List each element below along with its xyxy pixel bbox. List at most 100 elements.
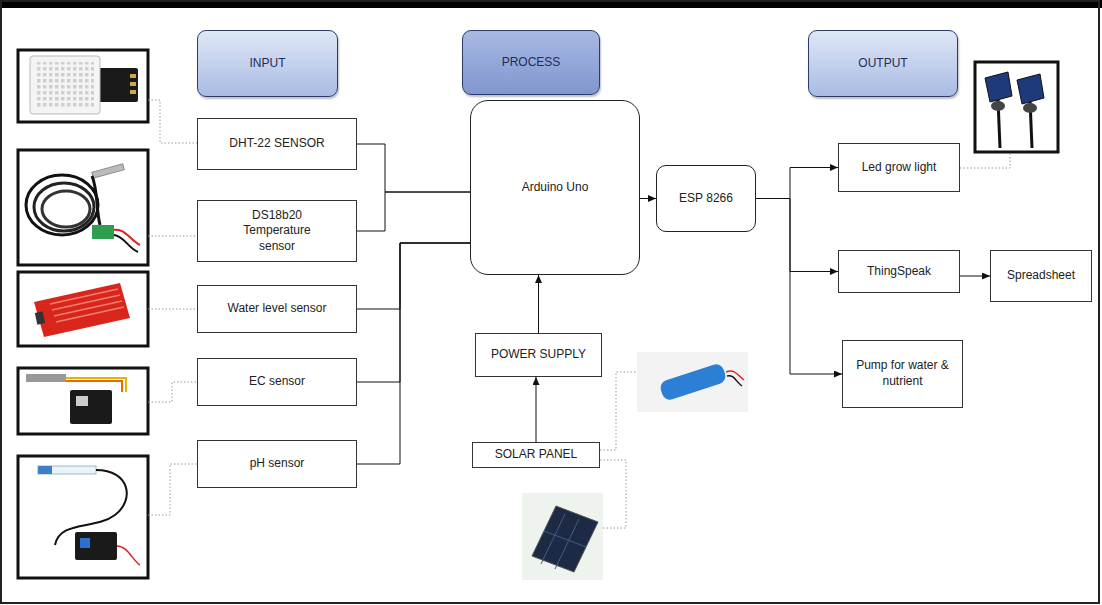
box-label: DHT-22 SENSOR [229,136,324,152]
ph-sensor-picture [117,546,140,565]
box-label: Led grow light [862,160,937,176]
connector-line [756,168,838,199]
leader-line [148,382,197,402]
sensor-box: EC sensor [197,358,357,406]
connector-line [756,199,842,375]
box-label: Pump for water & nutrient [849,358,956,389]
leader-line [148,236,197,237]
box-label: PROCESS [502,55,561,71]
connector-line [960,276,990,277]
sensor-box: Water level sensor [197,285,357,333]
box-label: pH sensor [250,456,305,472]
ec-sensor-picture [18,368,148,434]
battery-picture [637,352,748,412]
grow-light-picture [985,72,1012,102]
box-label: EC sensor [249,374,305,390]
grow-light-picture [991,101,1005,111]
grow-light-picture [1017,74,1044,104]
water-level-picture [35,311,45,324]
leader-line [148,309,197,310]
box-label: INPUT [250,56,286,72]
box-label: POWER SUPPLY [491,347,586,363]
output-box: Spreadsheet [990,250,1092,302]
grow-light-picture [1023,103,1037,113]
water-level-picture [50,289,118,304]
dht22-picture [130,74,136,78]
water-level-picture [34,283,130,337]
battery-picture [637,352,748,412]
water-level-picture [54,301,122,316]
sensor-box: DS18b20 Temperature sensor [197,200,357,262]
connector-line [357,243,470,382]
ds18b20-picture [18,150,148,265]
dht22-picture [18,50,148,122]
ec-sensor-picture [18,368,148,434]
ds18b20-picture [18,150,148,265]
box-label: SOLAR PANEL [495,447,577,463]
ph-sensor-picture [38,466,52,474]
sensor-box: pH sensor [197,440,357,488]
connector-line [357,243,470,464]
water-level-picture [18,272,148,346]
grow-light-picture [975,62,1058,152]
leader-line [600,372,637,450]
water-level-picture [56,307,124,322]
leader-line [148,464,197,515]
connector-line [357,243,470,309]
solar-panel-picture [522,493,603,580]
connector-line [536,377,537,442]
ds18b20-picture [92,225,114,239]
box-label: Spreadsheet [1007,268,1075,284]
ec-sensor-picture [66,378,126,392]
leader-line [148,100,1010,528]
ds18b20-picture [114,235,138,252]
sensor-box: DHT-22 SENSOR [197,118,357,170]
section-header: INPUT [197,30,338,97]
output-box: Led grow light [838,143,960,192]
connector-line [640,198,656,199]
box-label: ThingSpeak [867,264,931,280]
ec-sensor-picture [76,396,88,406]
ds18b20-picture [26,175,98,235]
ph-sensor-picture [75,532,117,560]
section-header: PROCESS [462,30,600,95]
leader-line [148,100,197,143]
leader-line [960,153,1010,168]
box-label: Arduino Uno [522,180,589,196]
ec-sensor-picture [26,374,66,382]
dht22-picture [36,62,94,108]
grow-light-picture [975,62,1058,152]
power-box: SOLAR PANEL [472,442,600,468]
section-header: OUTPUT [808,30,958,97]
water-level-picture [52,295,120,310]
ds18b20-picture [34,183,94,231]
ph-sensor-picture [38,466,96,474]
ec-sensor-picture [70,390,112,424]
power-box: POWER SUPPLY [475,333,602,377]
connector-line [538,275,539,333]
box-label: Water level sensor [228,301,327,317]
box-label: DS18b20 Temperature sensor [230,208,325,255]
ph-sensor-picture [80,538,90,548]
output-box: ThingSpeak [838,250,960,293]
connector-line [357,144,470,192]
leader-line [600,460,626,528]
box-label: OUTPUT [858,56,907,72]
solar-panel-picture [532,506,598,572]
connector-line [756,199,838,272]
ph-sensor-picture [18,456,148,578]
ds18b20-picture [42,191,90,227]
ph-sensor-picture [18,456,148,578]
dht22-picture [130,90,136,94]
dht22-picture [18,50,148,122]
box-label: ESP 8266 [679,191,733,207]
solar-panel-picture [555,519,579,569]
wifi-module-box: ESP 8266 [656,165,756,232]
ds18b20-picture [92,164,124,178]
controller-box: Arduino Uno [470,100,640,275]
ds18b20-picture [92,176,100,225]
dht22-picture [30,56,100,114]
battery-picture [659,362,728,401]
